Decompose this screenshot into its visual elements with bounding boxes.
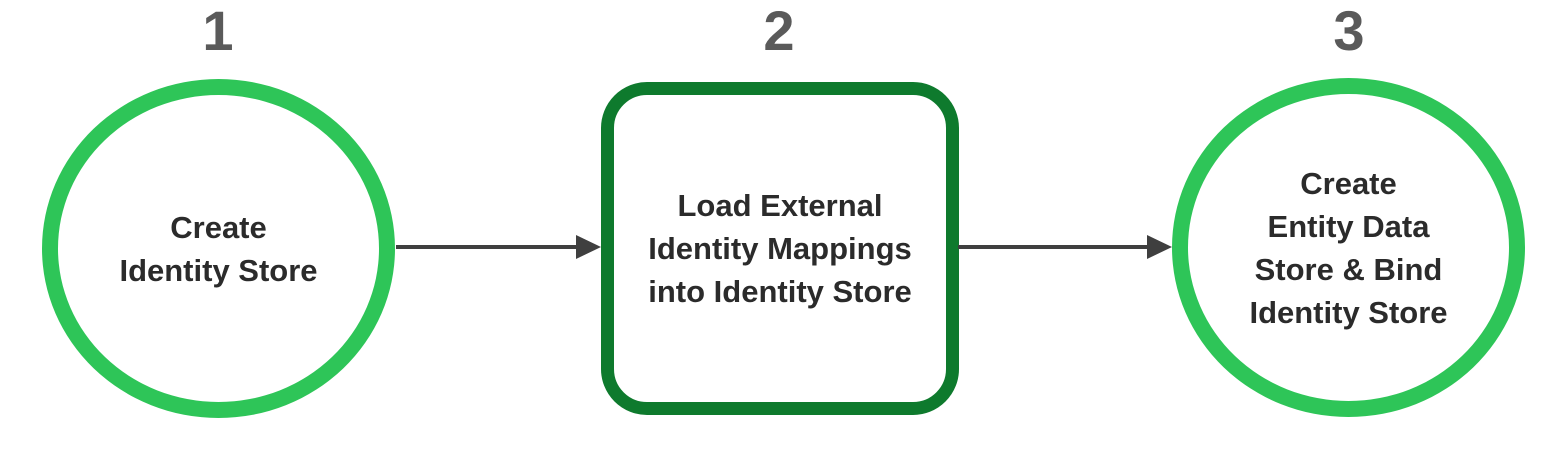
step-1-label-line-2: Identity Store [119,252,318,288]
step-1-number: 1 [202,0,234,62]
step-2-label-line-3: into Identity Store [648,274,912,309]
step-1-circle: Create Identity Store [42,79,395,418]
step-3-circle: Create Entity Data Store & Bind Identity… [1172,78,1525,417]
step-2-rounded-square: Load External Identity Mappings into Ide… [601,82,959,415]
step-2-label: Load External Identity Mappings into Ide… [648,184,912,313]
arrow-2-right-arrowhead-icon [1147,235,1172,259]
arrow-connector-2 [958,234,1172,260]
step-3-label: Create Entity Data Store & Bind Identity… [1249,162,1447,334]
step-2-label-line-2: Identity Mappings [648,231,912,266]
step-1-label-line-1: Create [170,209,267,245]
arrow-1-right-arrowhead-icon [576,235,601,259]
step-2-number: 2 [763,0,795,62]
step-3-label-line-3: Store & Bind [1254,251,1443,287]
arrow-connector-1 [396,234,601,260]
step-3-label-line-2: Entity Data [1267,208,1430,244]
step-3-label-line-1: Create [1300,165,1397,201]
step-2-label-line-1: Load External [677,188,883,223]
step-3-label-line-4: Identity Store [1249,294,1448,330]
arrow-1-line [396,245,576,249]
step-3-number: 3 [1333,0,1365,62]
step-1-label: Create Identity Store [119,206,317,292]
arrow-2-line [958,245,1147,249]
